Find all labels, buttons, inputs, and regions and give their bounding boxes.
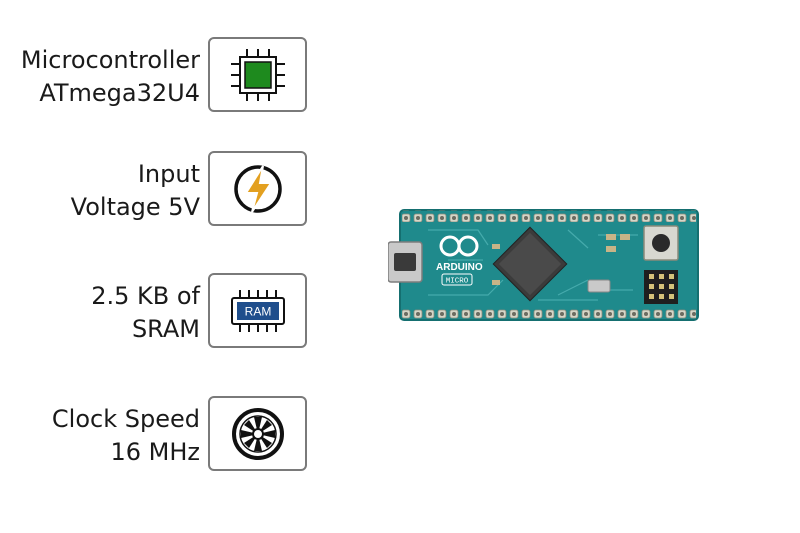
feature-sram: 2.5 KB of SRAM RAM bbox=[0, 273, 320, 353]
feature-line1: Input bbox=[137, 160, 200, 188]
feature-label: Microcontroller ATmega32U4 bbox=[0, 37, 200, 117]
feature-label: Input Voltage 5V bbox=[0, 151, 200, 231]
feature-line2: SRAM bbox=[131, 315, 200, 343]
icon-box bbox=[208, 151, 307, 226]
board-brand: ARDUINO bbox=[436, 262, 483, 273]
clock-dial-icon bbox=[231, 407, 284, 460]
icon-box bbox=[208, 37, 307, 112]
ram-chip-icon: RAM bbox=[230, 289, 285, 332]
feature-line1: Clock Speed bbox=[51, 405, 200, 433]
feature-line1: 2.5 KB of bbox=[91, 282, 200, 310]
feature-input-voltage: Input Voltage 5V bbox=[0, 151, 320, 231]
feature-label: 2.5 KB of SRAM bbox=[0, 273, 200, 353]
feature-label: Clock Speed 16 MHz bbox=[0, 396, 200, 476]
feature-line1: Microcontroller bbox=[20, 46, 200, 74]
board-model: MICRO bbox=[446, 278, 469, 286]
lightning-bolt-icon bbox=[233, 164, 282, 213]
ram-label: RAM bbox=[244, 304, 271, 318]
feature-line2: 16 MHz bbox=[110, 438, 200, 466]
icon-box bbox=[208, 396, 307, 471]
microcontroller-chip-icon bbox=[230, 48, 285, 101]
board-illustration: ARDUINO MICRO bbox=[387, 209, 699, 321]
feature-line2: ATmega32U4 bbox=[39, 79, 200, 107]
arduino-micro-board: ARDUINO MICRO bbox=[387, 200, 708, 330]
feature-line2: Voltage 5V bbox=[70, 193, 200, 221]
icon-box: RAM bbox=[208, 273, 307, 348]
feature-microcontroller: Microcontroller ATmega32U4 bbox=[0, 37, 320, 117]
feature-clock-speed: Clock Speed 16 MHz bbox=[0, 396, 320, 476]
